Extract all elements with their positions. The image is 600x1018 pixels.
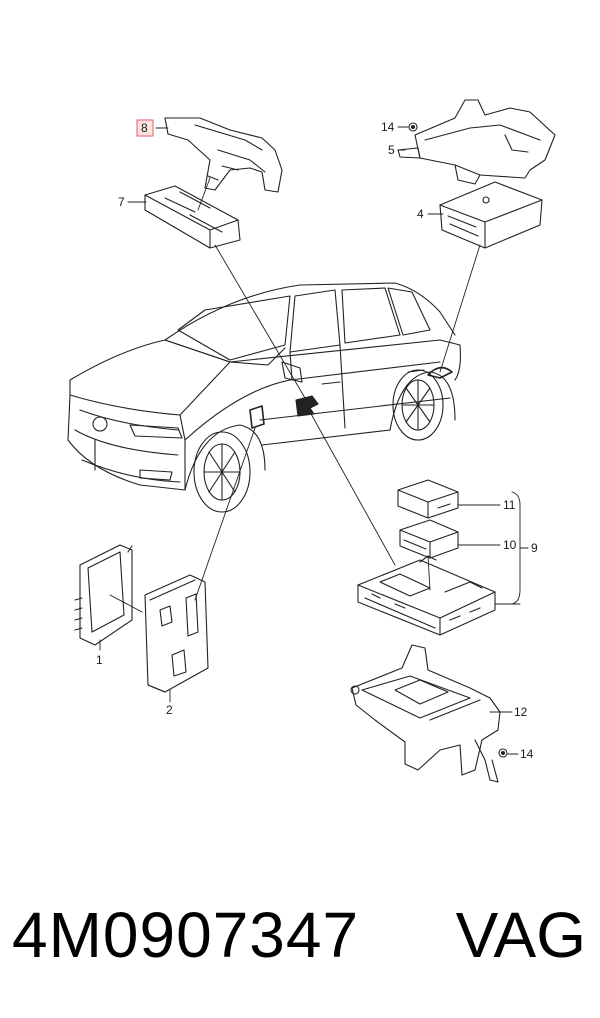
- callout-14-bottom: 14: [520, 747, 534, 761]
- callout-10: 10: [503, 538, 517, 552]
- part-4-control-unit: [439, 181, 543, 249]
- footer: 4M0907347 VAG: [0, 890, 600, 1000]
- part-2-module: [144, 574, 209, 693]
- callout-9: 9: [531, 541, 538, 555]
- callout-7: 7: [118, 195, 125, 209]
- brand-label: VAG: [455, 899, 586, 971]
- part-9-base-unit: [357, 555, 496, 636]
- part-11-module: [397, 479, 459, 519]
- part-5-bracket: [397, 99, 556, 185]
- part-number: 4M0907347: [12, 899, 360, 971]
- part-14-bolt-top: [408, 122, 418, 132]
- leader-lines: [99, 126, 529, 755]
- part-8-bracket: [164, 117, 283, 193]
- callout-1: 1: [96, 653, 103, 667]
- part-14-bolt-bottom: [498, 748, 508, 758]
- callout-5: 5: [388, 143, 395, 157]
- part-1-module: [74, 544, 133, 646]
- callout-2: 2: [166, 703, 173, 717]
- vehicle-illustration: [67, 282, 461, 513]
- callout-12: 12: [514, 705, 528, 719]
- highlight-box-8: [136, 119, 154, 137]
- callout-11: 11: [503, 498, 516, 512]
- callouts: 8 7 14 5 4 11 10 9 12 14 1 2: [96, 120, 538, 761]
- part-10-module: [399, 519, 459, 559]
- callout-8: 8: [141, 121, 148, 135]
- callout-4: 4: [417, 207, 424, 221]
- part-12-holder: [350, 644, 501, 783]
- part-7-carrier: [144, 185, 241, 249]
- callout-14-top: 14: [381, 120, 395, 134]
- parts-diagram: 8 7 14 5 4 11 10 9 12 14 1 2: [67, 99, 556, 783]
